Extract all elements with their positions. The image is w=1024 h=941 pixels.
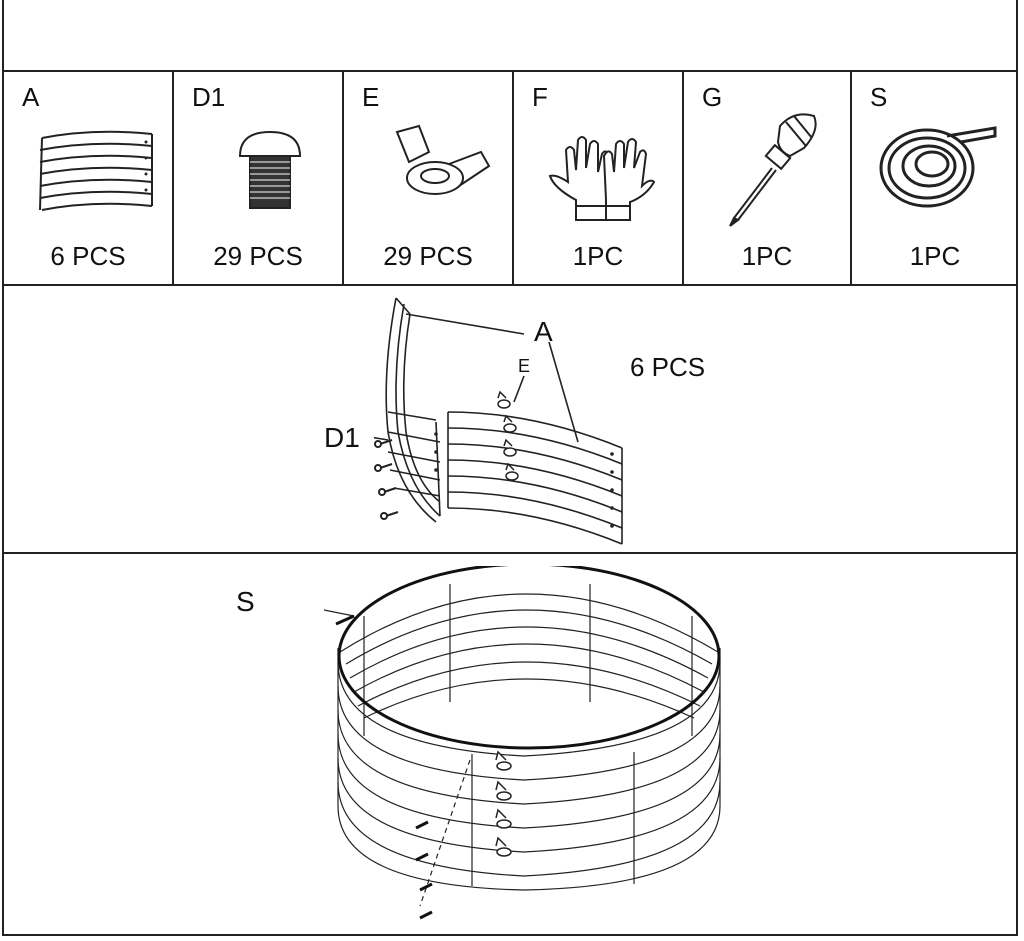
part-letter: E bbox=[362, 82, 380, 112]
label-d1: D1 bbox=[324, 422, 360, 453]
wing-nut-icon bbox=[395, 124, 491, 195]
step-1-qty: 6 PCS bbox=[630, 352, 706, 382]
raised-bed-ring-diagram bbox=[324, 566, 721, 920]
part-g-cell: G 1PC bbox=[684, 70, 852, 284]
part-d1-cell: D1 29 PCS bbox=[174, 70, 344, 284]
part-s-cell: S 1PC bbox=[852, 70, 1018, 284]
step-1-panel-assembly: A E D1 6 PCS bbox=[4, 286, 1016, 552]
part-e-cell: E 29 PCS bbox=[344, 70, 514, 284]
gloves-icon bbox=[548, 136, 656, 221]
part-qty: 29 PCS bbox=[383, 241, 473, 271]
part-qty: 6 PCS bbox=[50, 241, 126, 271]
part-letter: D1 bbox=[192, 82, 226, 112]
part-qty: 1PC bbox=[741, 241, 793, 271]
screwdriver-icon bbox=[729, 113, 817, 227]
part-a-cell: A 6 PCS bbox=[4, 70, 174, 284]
parts-list: A 6 PCS D1 bbox=[4, 70, 1016, 284]
part-letter: A bbox=[22, 82, 40, 112]
label-s: S bbox=[236, 586, 255, 617]
part-qty: 1PC bbox=[572, 241, 624, 271]
step-2-ring-assembly: S bbox=[4, 554, 1016, 934]
label-e: E bbox=[518, 356, 531, 376]
curved-panel-icon bbox=[39, 130, 153, 211]
divider bbox=[4, 70, 1016, 72]
part-letter: G bbox=[702, 82, 723, 112]
divider bbox=[4, 284, 1016, 286]
divider bbox=[4, 552, 1016, 554]
part-letter: S bbox=[870, 82, 888, 112]
label-a: A bbox=[534, 316, 553, 347]
part-letter: F bbox=[532, 82, 548, 112]
part-qty: 1PC bbox=[909, 241, 961, 271]
part-qty: 29 PCS bbox=[213, 241, 303, 271]
panel-connection-diagram bbox=[374, 297, 623, 545]
edge-trim-coil-icon bbox=[879, 126, 997, 208]
part-f-cell: F 1PC bbox=[514, 70, 684, 284]
bolt-icon bbox=[238, 130, 302, 209]
